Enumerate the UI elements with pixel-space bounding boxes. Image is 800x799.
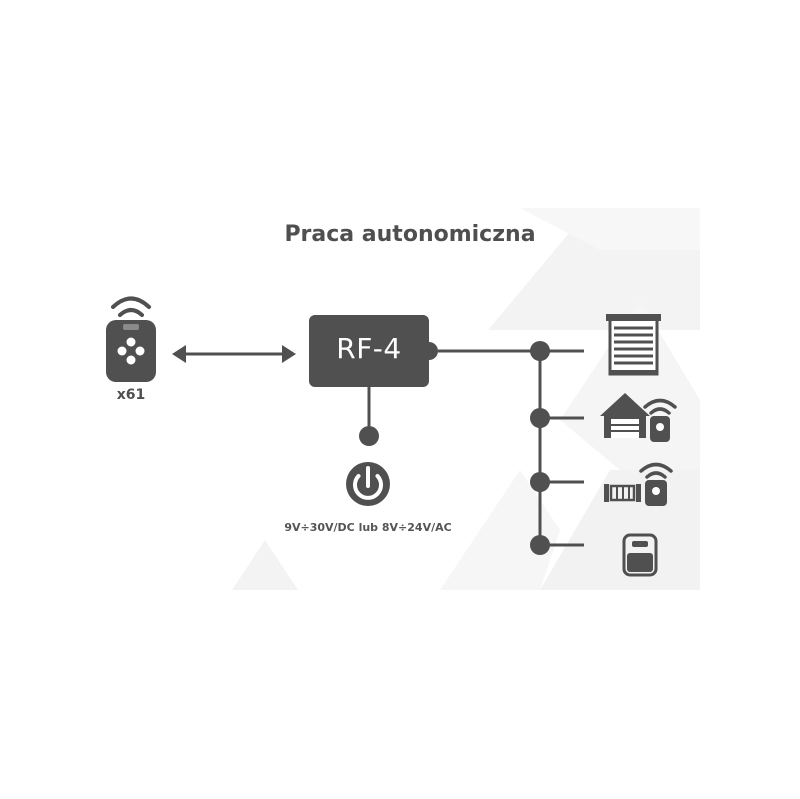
bus-node-2 <box>530 408 550 428</box>
power-icon <box>346 462 390 506</box>
bus-node-1 <box>530 341 550 361</box>
power-supply-label: 9V÷30V/DC lub 8V÷24V/AC <box>284 521 452 534</box>
bidirectional-arrow <box>172 345 296 363</box>
bus-node-4 <box>530 535 550 555</box>
module-label: RF-4 <box>336 332 402 365</box>
bus-node-3 <box>530 472 550 492</box>
garage-door-icon <box>600 393 677 442</box>
intercom-icon <box>622 533 658 577</box>
output-bus <box>438 341 584 555</box>
gate-icon <box>604 462 673 506</box>
power-connection <box>359 387 379 446</box>
roller-blind-icon <box>606 314 661 376</box>
remote-control-icon <box>106 296 156 382</box>
diagram-title: Praca autonomiczna <box>284 222 536 247</box>
remote-count-label: x61 <box>116 387 146 403</box>
rf4-module-box <box>309 315 438 387</box>
